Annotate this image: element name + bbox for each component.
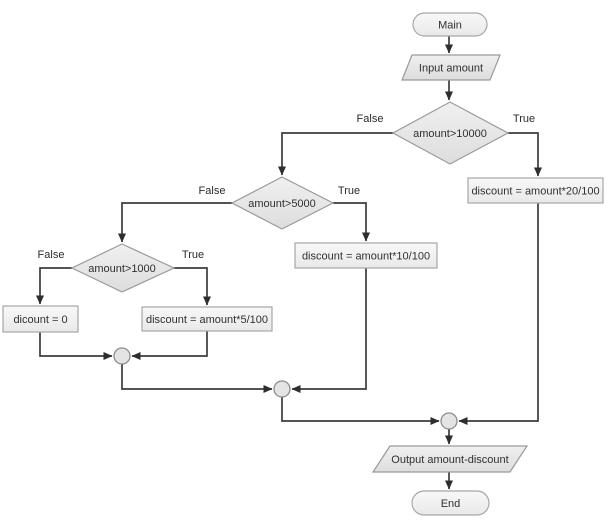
process-discount-0 (2, 305, 79, 333)
edge-discount20-to-connector3 (458, 203, 539, 425)
decision-amount-1000 (70, 243, 176, 293)
merge-connector-3 (440, 412, 458, 430)
start-node (412, 12, 488, 37)
edge-label-d10000-false: False (357, 113, 384, 125)
merge-connector-1 (113, 347, 131, 365)
edge-label-d10000-true: True (513, 113, 535, 125)
edge-decision1000-false-to-discount0 (36, 267, 72, 305)
input-node-label: Input amount (419, 63, 483, 75)
process-discount-5 (141, 306, 273, 332)
process-discount-5-label: discount = amount*5/100 (146, 314, 268, 326)
process-discount-20 (467, 177, 604, 204)
process-discount-10-label: discount = amount*10/100 (302, 251, 430, 263)
edge-decision10000-true-to-discount20 (508, 132, 542, 177)
edge-label-d1000-true: True (182, 249, 204, 261)
end-node-label: End (441, 498, 461, 510)
process-discount-20-label: discount = amount*20/100 (471, 186, 599, 198)
merge-connector-2 (273, 380, 291, 398)
process-discount-10 (294, 242, 438, 269)
decision-amount-1000-label: amount>1000 (88, 263, 156, 275)
start-node-label: Main (438, 20, 462, 32)
end-node (411, 490, 490, 516)
input-node (401, 54, 501, 81)
process-discount-0-label: dicount = 0 (13, 314, 67, 326)
decision-amount-10000 (391, 101, 510, 165)
edge-label-d5000-false: False (199, 185, 226, 197)
edge-connector2-to-connector3 (281, 397, 440, 425)
decision-amount-10000-label: amount>10000 (413, 128, 487, 140)
edge-label-d1000-false: False (38, 249, 65, 261)
edge-connector1-to-connector2 (121, 364, 273, 393)
edge-discount0-to-connector1 (39, 332, 113, 360)
edge-discount10-to-connector2 (291, 268, 367, 393)
edge-discount5-to-connector1 (131, 331, 208, 360)
output-node-label: Output amount-discount (391, 454, 508, 466)
edge-decision5000-true-to-discount10 (333, 202, 370, 242)
edge-label-d5000-true: True (338, 185, 360, 197)
edge-decision5000-false-to-decision1000 (118, 202, 232, 243)
edge-decision1000-true-to-discount5 (173, 267, 211, 306)
decision-amount-5000 (230, 176, 335, 230)
output-node (371, 445, 529, 473)
edge-decision10000-false-to-decision5000 (278, 132, 393, 176)
decision-amount-5000-label: amount>5000 (248, 198, 316, 210)
